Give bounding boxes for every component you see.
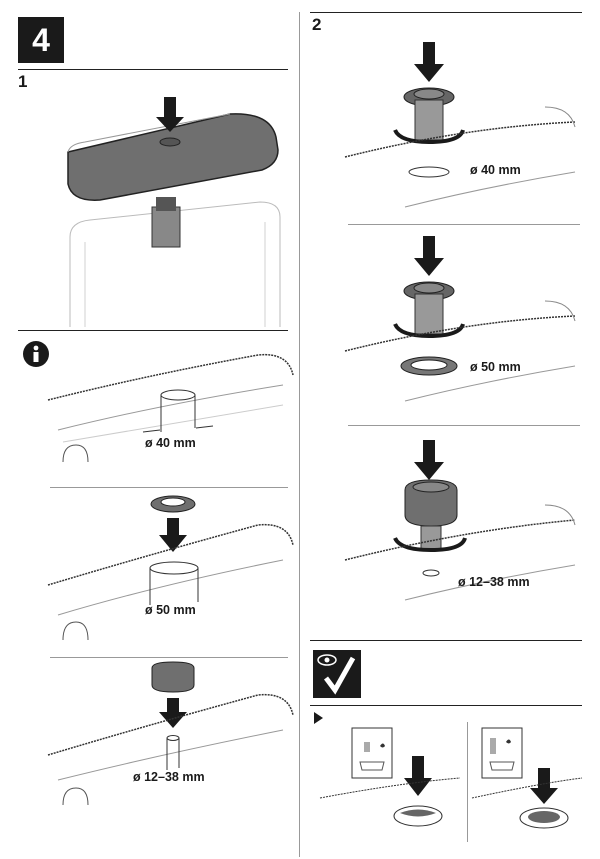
divider bbox=[348, 425, 580, 426]
tank-top-50mm-illustration bbox=[47, 495, 294, 641]
tank-top-40mm-illustration bbox=[47, 353, 294, 463]
dimension-label: ø 40 mm bbox=[145, 436, 196, 450]
step-number: 4 bbox=[32, 21, 50, 58]
dimension-label: ø 12–38 mm bbox=[458, 575, 530, 589]
column-divider bbox=[299, 12, 300, 857]
substep-2-label: 2 bbox=[312, 15, 322, 34]
divider bbox=[348, 224, 580, 225]
divider bbox=[50, 657, 288, 658]
dimension-label: ø 40 mm bbox=[470, 163, 521, 177]
dimension-label: ø 50 mm bbox=[470, 360, 521, 374]
substep-1-label: 1 bbox=[18, 72, 28, 91]
divider bbox=[18, 330, 288, 331]
info-icon bbox=[23, 341, 49, 367]
dimension-label: ø 50 mm bbox=[145, 603, 196, 617]
divider bbox=[467, 722, 468, 842]
divider bbox=[310, 705, 582, 706]
half-flush-illustration bbox=[319, 727, 461, 827]
divider bbox=[310, 640, 582, 641]
lid-removal-illustration bbox=[67, 97, 281, 327]
divider bbox=[310, 12, 582, 13]
button-install-small-illustration bbox=[344, 440, 576, 601]
play-bullet-icon bbox=[314, 712, 323, 724]
button-install-50mm-illustration bbox=[344, 236, 576, 402]
button-install-40mm-illustration bbox=[344, 42, 576, 208]
divider bbox=[50, 487, 288, 488]
tank-top-small-hole-illustration bbox=[47, 661, 294, 806]
dimension-label: ø 12–38 mm bbox=[133, 770, 205, 784]
full-flush-illustration bbox=[471, 727, 583, 829]
step-number-badge: 4 bbox=[18, 17, 64, 63]
eye-check-icon bbox=[313, 650, 361, 698]
divider bbox=[18, 69, 288, 70]
